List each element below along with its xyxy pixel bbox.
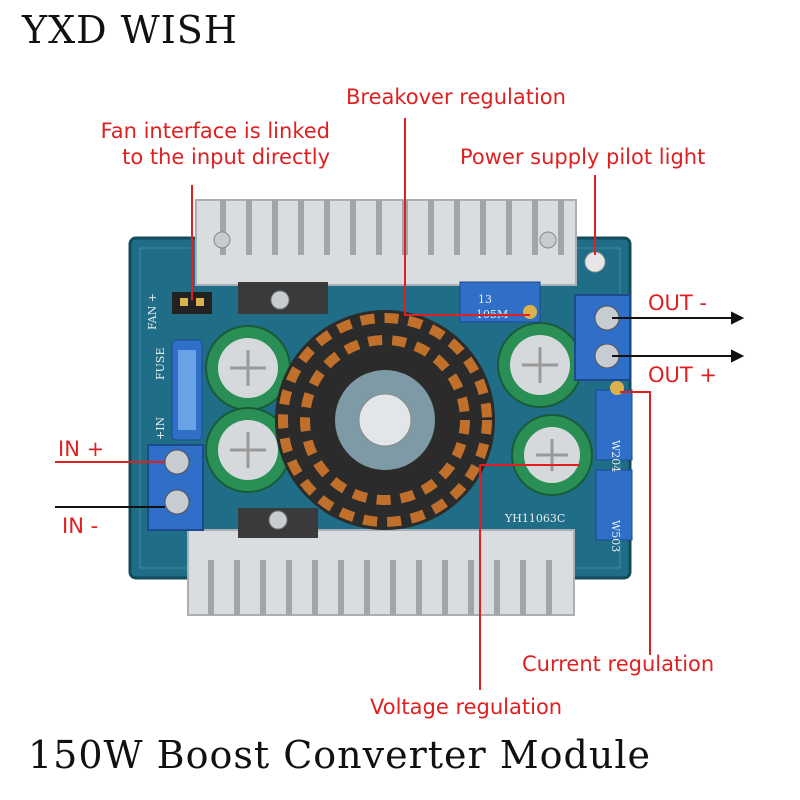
voltage-leader: [479, 464, 580, 690]
bottom-heatsink: [187, 508, 575, 616]
product-caption: 150W Boost Converter Module: [28, 733, 651, 777]
callout-voltage: Voltage regulation: [370, 695, 563, 719]
callout-pilot: Power supply pilot light: [460, 145, 706, 169]
potentiometer: [595, 469, 633, 541]
callout-out-plus: OUT +: [648, 363, 717, 387]
callout-fan-line2: to the input directly: [122, 145, 330, 169]
capacitor: [205, 407, 291, 493]
silk-in: +IN: [154, 416, 167, 440]
toroid-inductor: [275, 310, 495, 530]
brand-watermark: YXD WISH: [22, 8, 238, 52]
silk-pot2: W503: [609, 520, 622, 552]
silk-pot-num: 13: [478, 293, 492, 306]
callout-out-minus: OUT -: [648, 291, 707, 315]
breakover-leader: [404, 118, 530, 316]
fan-header: [172, 292, 212, 314]
capacitor: [511, 414, 593, 496]
callout-current: Current regulation: [522, 652, 715, 676]
current-leader: [620, 391, 651, 655]
callout-in-plus: IN +: [58, 437, 105, 461]
input-terminal: [147, 444, 204, 531]
capacitor: [497, 322, 583, 408]
top-heatsink: [195, 199, 577, 286]
output-terminal: [574, 294, 631, 381]
callout-in-minus: IN -: [62, 514, 99, 538]
callout-fan-line1: Fan interface is linked: [100, 119, 330, 143]
callout-breakover: Breakover regulation: [346, 85, 566, 109]
silk-pot1: W204: [609, 440, 622, 472]
potentiometer: [595, 381, 633, 461]
silk-model: YH11063C: [504, 512, 565, 525]
capacitor: [205, 325, 291, 411]
silk-fan: FAN +: [146, 293, 159, 330]
silk-fuse: FUSE: [154, 348, 167, 380]
